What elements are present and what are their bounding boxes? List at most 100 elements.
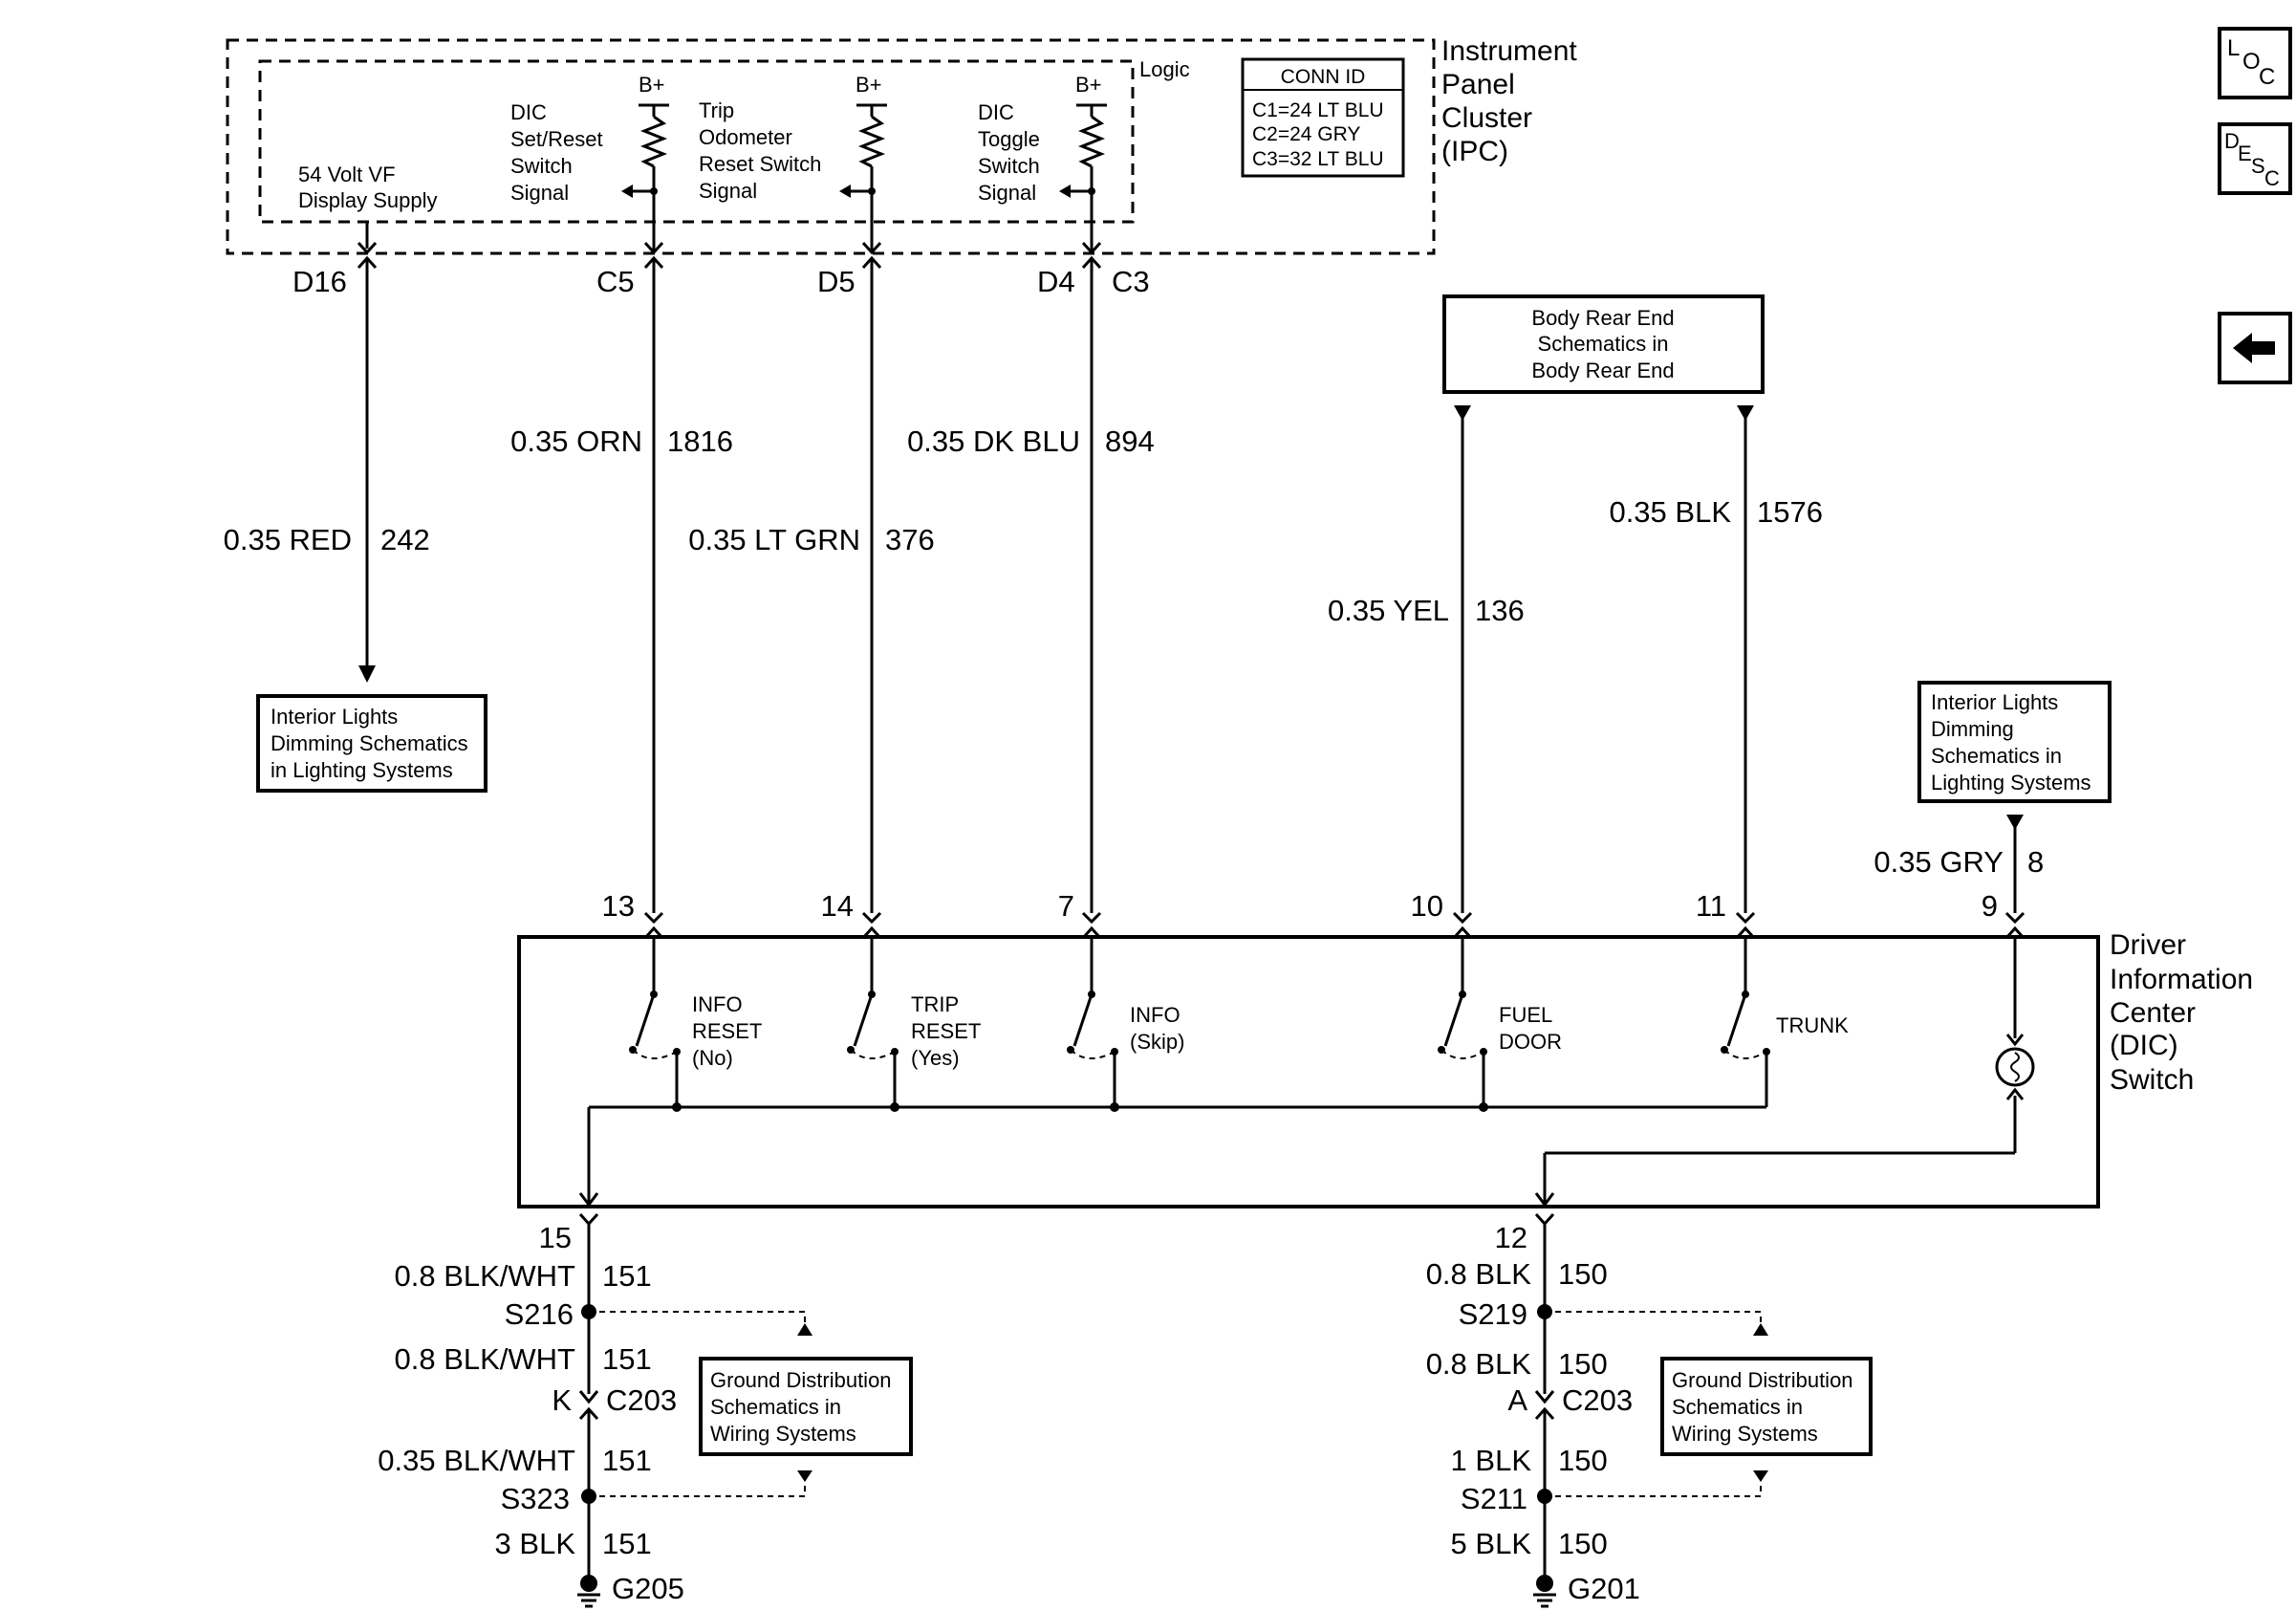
- splice-label: S219: [1459, 1297, 1527, 1331]
- ground-icon: [1536, 1575, 1553, 1592]
- connector-label: C203: [1562, 1383, 1633, 1417]
- switch-label: DOOR: [1499, 1030, 1562, 1054]
- switch-label: (Skip): [1130, 1030, 1184, 1054]
- switch-label: TRUNK: [1776, 1013, 1849, 1037]
- switch-info-skip: [1067, 938, 1118, 1107]
- wire-circuit: 1576: [1757, 495, 1823, 529]
- pin-label: D5: [817, 265, 856, 298]
- pin-label: C5: [596, 265, 635, 298]
- signal-label: DIC: [978, 100, 1014, 124]
- ground-circuit-right: [1533, 1212, 1768, 1608]
- ground-circuit-left: [577, 1212, 812, 1608]
- signal-label: Reset Switch: [699, 152, 821, 176]
- wire-fuel-door: [1452, 405, 1473, 940]
- left-arrow-icon: [2233, 333, 2275, 363]
- signal-label: Set/Reset: [510, 127, 603, 151]
- ipc-outline: [226, 38, 1436, 255]
- supply-label: 54 Volt VF: [298, 163, 396, 186]
- loc-button[interactable]: L O C: [2218, 27, 2292, 99]
- dic-pin: 11: [1696, 889, 1726, 923]
- wire-circuit: 151: [602, 1259, 652, 1293]
- loc-letter: L: [2227, 35, 2240, 61]
- wire-supply: [357, 222, 378, 683]
- signal-label: Signal: [978, 181, 1036, 205]
- conn-id-row: C1=24 LT BLU: [1252, 99, 1384, 121]
- switch-trip-reset: [847, 938, 899, 1107]
- wire-circuit: 894: [1105, 425, 1155, 458]
- wire-circuit: 242: [380, 523, 430, 556]
- dic-pin: 13: [602, 889, 635, 923]
- desc-letter: E: [2238, 142, 2252, 165]
- wire-trip-reset: [861, 191, 882, 940]
- wire-gauge: 0.8 BLK: [1426, 1347, 1532, 1381]
- dic-module: Driver Information Center (DIC) Switch 1…: [517, 889, 2253, 1208]
- ipc-title-line: Cluster: [1441, 102, 1532, 134]
- ref-box-line: Body Rear End: [1531, 359, 1674, 382]
- wire-gauge: 5 BLK: [1451, 1527, 1532, 1560]
- switch-label: TRIP: [911, 992, 959, 1016]
- wire-gauge: 3 BLK: [495, 1527, 576, 1560]
- wire-info-reset: [643, 191, 664, 940]
- ref-box-interior-right: Interior Lights Dimming Schematics in Li…: [1917, 681, 2112, 803]
- wire-gauge: 0.8 BLK/WHT: [395, 1259, 576, 1293]
- switch-label: (Yes): [911, 1046, 960, 1070]
- dic-pin: 7: [1058, 889, 1074, 923]
- desc-letter: S: [2251, 154, 2265, 178]
- bplus-label: B+: [639, 73, 665, 97]
- switch-common-bus: [578, 1102, 1766, 1208]
- conn-id-header: CONN ID: [1281, 66, 1366, 88]
- dic-pin: 14: [821, 889, 854, 923]
- ref-box-line: Dimming: [1931, 717, 2014, 741]
- ref-box-line: Dimming Schematics: [271, 731, 468, 755]
- wire-gauge: 0.35 LT GRN: [688, 523, 860, 556]
- connector-pin: A: [1507, 1383, 1527, 1417]
- switch-label: RESET: [692, 1019, 762, 1043]
- signal-label: Toggle: [978, 127, 1040, 151]
- ref-box-line: Lighting Systems: [1931, 771, 2091, 795]
- wire-circuit: 150: [1558, 1347, 1608, 1381]
- ref-box-line: Schematics in: [1672, 1395, 1803, 1419]
- dic-outline: [517, 935, 2100, 1208]
- switch-label: INFO: [1130, 1003, 1180, 1027]
- ref-box-ground-left: Ground Distribution Schematics in Wiring…: [699, 1357, 913, 1456]
- ref-box-line: Schematics in: [1931, 744, 2062, 768]
- switch-label: RESET: [911, 1019, 981, 1043]
- bplus-label: B+: [1075, 73, 1102, 97]
- wire-gauge: 0.35 GRY: [1874, 845, 2004, 879]
- desc-letter: C: [2264, 166, 2280, 190]
- ref-box-ground-right: Ground Distribution Schematics in Wiring…: [1660, 1357, 1873, 1456]
- wire-circuit: 8: [2027, 845, 2044, 879]
- ground-label: G205: [612, 1572, 684, 1605]
- dic-pin: 10: [1411, 889, 1443, 923]
- ipc-module: Logic CONN ID C1=24 LT BLU C2=24 GRY C3=…: [226, 35, 1577, 298]
- dic-title-line: Center: [2110, 997, 2196, 1029]
- pin-label: D4: [1037, 265, 1075, 298]
- dic-pin: 12: [1495, 1221, 1527, 1254]
- wire-circuit: 376: [885, 523, 935, 556]
- loc-letter: O: [2242, 49, 2261, 75]
- wire-gauge: 0.35 BLK: [1609, 495, 1731, 529]
- switch-info-reset: [629, 938, 681, 1107]
- dic-title-line: (DIC): [2110, 1030, 2178, 1061]
- wire-gauge: 1 BLK: [1451, 1444, 1532, 1477]
- wire-dimming: [2004, 815, 2025, 940]
- supply-label: Display Supply: [298, 188, 438, 212]
- splice-label: S216: [505, 1297, 574, 1331]
- wire-gauge: 0.8 BLK: [1426, 1257, 1532, 1291]
- ground-icon: [580, 1575, 597, 1592]
- pullup-resistor: [839, 103, 887, 198]
- ref-box-line: Interior Lights: [271, 705, 398, 729]
- wire-circuit: 150: [1558, 1444, 1608, 1477]
- wire-circuit: 151: [602, 1527, 652, 1560]
- ipc-title-line: Panel: [1441, 69, 1515, 100]
- desc-button[interactable]: D E S C: [2218, 122, 2292, 195]
- ref-box-line: Ground Distribution: [710, 1368, 892, 1392]
- splice-label: S323: [501, 1482, 570, 1515]
- ipc-title-line: Instrument: [1441, 35, 1577, 67]
- ipc-title-line: (IPC): [1441, 136, 1508, 167]
- back-button[interactable]: [2218, 312, 2292, 384]
- pin-label: D16: [292, 265, 347, 298]
- wire-gauge: 0.35 ORN: [510, 425, 642, 458]
- wire-circuit: 150: [1558, 1527, 1608, 1560]
